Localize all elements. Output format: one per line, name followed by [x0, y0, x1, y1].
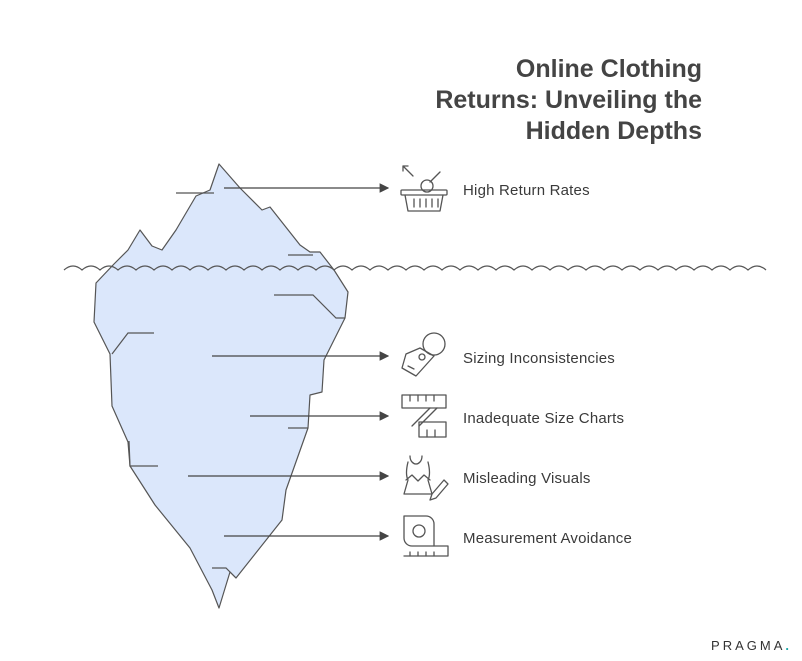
basket-icon	[400, 165, 448, 212]
label-sizing-inconsistencies: Sizing Inconsistencies	[463, 350, 615, 367]
dress-pencil-icon	[403, 455, 449, 501]
brand-dot: .	[785, 638, 792, 653]
price-tag-icon	[401, 332, 446, 377]
title-line-3: Hidden Depths	[525, 117, 702, 145]
page-title: Online Clothing Returns: Unveiling the H…	[362, 54, 702, 147]
brand-logo: PRAGMA.	[711, 638, 792, 653]
tape-measure-icon	[403, 515, 449, 557]
label-measurement-avoidance: Measurement Avoidance	[463, 530, 633, 547]
label-misleading-visuals: Misleading Visuals	[463, 470, 591, 487]
brand-name: PRAGMA	[711, 638, 786, 653]
label-inadequate-size-charts: Inadequate Size Charts	[463, 410, 625, 427]
iceberg	[93, 163, 349, 609]
iceberg-cracks	[111, 192, 345, 579]
title-line-1: Online Clothing	[515, 55, 702, 83]
label-high-return-rates: High Return Rates	[463, 182, 590, 199]
title-line-2: Returns: Unveiling the	[435, 86, 702, 114]
water-line	[63, 265, 767, 271]
ruler-chart-icon	[401, 394, 447, 438]
